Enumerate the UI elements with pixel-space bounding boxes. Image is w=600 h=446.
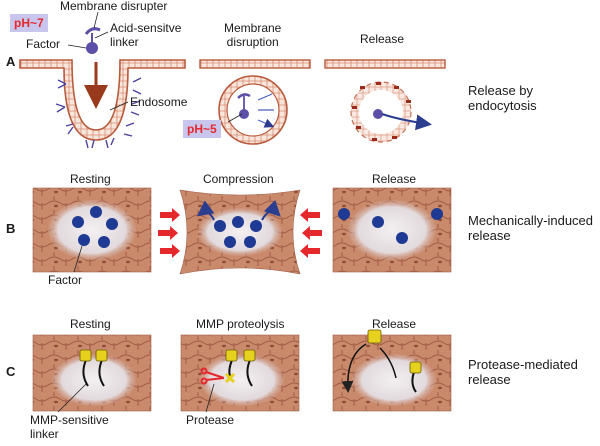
summary-a: Release by endocytosis	[468, 83, 537, 113]
panel-a	[19, 11, 446, 149]
compression-arrows	[158, 208, 322, 258]
cell-membrane-invaginating	[19, 59, 186, 141]
released-factor	[373, 109, 383, 119]
flat-membrane-2	[199, 59, 311, 69]
release-label-c: Release	[372, 317, 417, 331]
protease-label: Protease	[186, 413, 235, 427]
membrane-disrupter-label: Membrane disrupter	[60, 0, 168, 13]
release-label-b: Release	[372, 172, 417, 186]
leader-linker	[94, 31, 109, 39]
mmp-proteolysis-label: MMP proteolysis	[196, 317, 285, 331]
factor-label-a: Factor	[26, 37, 61, 51]
panel-a-letter: A	[6, 54, 16, 69]
compression-label: Compression	[203, 172, 274, 186]
factor-particle	[86, 42, 98, 54]
leader-factor-b	[73, 245, 83, 273]
tissue-compressed	[179, 189, 301, 275]
endosome-ruptured	[350, 81, 432, 143]
acid-linker-label: Acid-sensitve linker	[110, 21, 182, 49]
panel-b	[32, 187, 452, 275]
leader-protease	[205, 383, 215, 413]
endosome-disrupting	[218, 75, 288, 145]
resting-label-b: Resting	[70, 172, 111, 186]
tissue-resting-b	[32, 187, 152, 273]
tissue-resting-c	[32, 334, 152, 412]
panel-c	[32, 329, 452, 413]
mmp-linker-label: MMP-sensitive linker	[30, 413, 109, 441]
leader-factor	[67, 44, 87, 49]
endosome-label: Endosome	[130, 95, 188, 109]
ph-acidic-badge: pH~5	[183, 120, 221, 138]
factor-label-b: Factor	[48, 273, 83, 287]
leader-endosome	[109, 101, 129, 111]
flat-membrane-3	[324, 59, 446, 69]
membrane-disruption-label: Membrane disruption	[224, 21, 282, 49]
release-label-a: Release	[360, 32, 405, 46]
factor-complex	[84, 27, 101, 54]
leader-ph5	[227, 113, 243, 123]
leader-disrupter	[93, 11, 99, 29]
tissue-release-b	[332, 187, 452, 273]
leader-linker-c	[57, 383, 87, 413]
summary-c: Protease-mediated release	[468, 357, 578, 387]
tissue-release-c	[332, 329, 452, 412]
panel-b-letter: B	[6, 221, 16, 236]
resting-label-c: Resting	[70, 317, 111, 331]
tissue-proteolysis	[180, 334, 300, 412]
panel-c-letter: C	[6, 364, 16, 379]
protease-scissors	[200, 367, 225, 385]
summary-b: Mechanically-induced release	[468, 213, 594, 243]
receptor-spikes	[55, 77, 142, 149]
ph-neutral-badge: pH~7	[10, 14, 48, 32]
